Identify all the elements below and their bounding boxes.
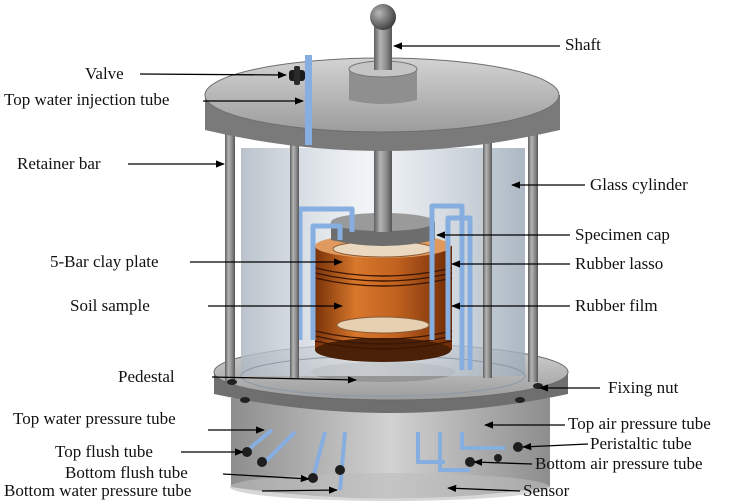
label-fixing-nut: Fixing nut: [608, 378, 679, 397]
leader-lines: [128, 42, 600, 494]
label-glass-cylinder: Glass cylinder: [590, 175, 688, 194]
label-top-water-injection-tube: Top water injection tube: [4, 90, 170, 109]
label-rubber-lasso: Rubber lasso: [575, 254, 664, 273]
top-plate: [204, 40, 560, 151]
base-fittings: [242, 442, 523, 483]
label-sensor: Sensor: [523, 481, 570, 500]
label-shaft: Shaft: [565, 35, 601, 54]
label-bottom-air-pressure-tube: Bottom air pressure tube: [535, 454, 703, 473]
label-top-air-pressure-tube: Top air pressure tube: [568, 414, 711, 433]
label-retainer-bar: Retainer bar: [17, 154, 101, 173]
label-specimen-cap: Specimen cap: [575, 225, 670, 244]
label-top-water-pressure-tube: Top water pressure tube: [13, 409, 176, 428]
inner-tubes: [297, 203, 473, 370]
specimen-cap: [331, 213, 435, 246]
label-clay-plate: 5-Bar clay plate: [50, 252, 159, 271]
retainer-bars: [225, 128, 538, 382]
label-soil-sample: Soil sample: [70, 296, 150, 315]
base-tubes: [248, 428, 505, 491]
label-top-flush-tube: Top flush tube: [55, 442, 153, 461]
label-peristaltic-tube: Peristaltic tube: [590, 434, 692, 453]
label-valve: Valve: [85, 64, 124, 83]
label-rubber-film: Rubber film: [575, 296, 658, 315]
label-pedestal: Pedestal: [118, 367, 175, 386]
label-bottom-flush-tube: Bottom flush tube: [65, 463, 188, 482]
label-bottom-water-pressure-tube: Bottom water pressure tube: [4, 481, 192, 500]
top-injection-tube: [289, 55, 312, 145]
